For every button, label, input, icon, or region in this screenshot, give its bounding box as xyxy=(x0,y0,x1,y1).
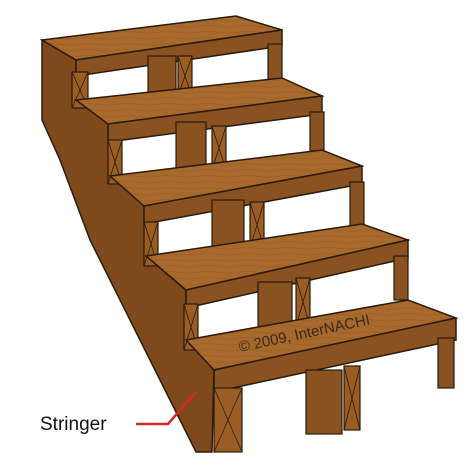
riser-block xyxy=(349,181,365,227)
step-3 xyxy=(108,149,365,267)
tread-front xyxy=(213,317,457,393)
riser-block xyxy=(211,199,245,249)
riser-block xyxy=(437,337,455,389)
cross-mark xyxy=(213,387,243,453)
riser-block xyxy=(175,121,207,169)
riser-block xyxy=(393,255,409,301)
step-5 xyxy=(39,15,283,109)
stringer-leader-line xyxy=(136,391,197,426)
step-2 xyxy=(144,223,411,351)
cross-mark xyxy=(343,365,361,431)
riser-block xyxy=(305,369,343,435)
step-1 xyxy=(184,299,459,453)
step-4 xyxy=(74,77,325,185)
riser-block xyxy=(309,111,325,155)
stringer-callout-label: Stringer xyxy=(40,414,107,435)
